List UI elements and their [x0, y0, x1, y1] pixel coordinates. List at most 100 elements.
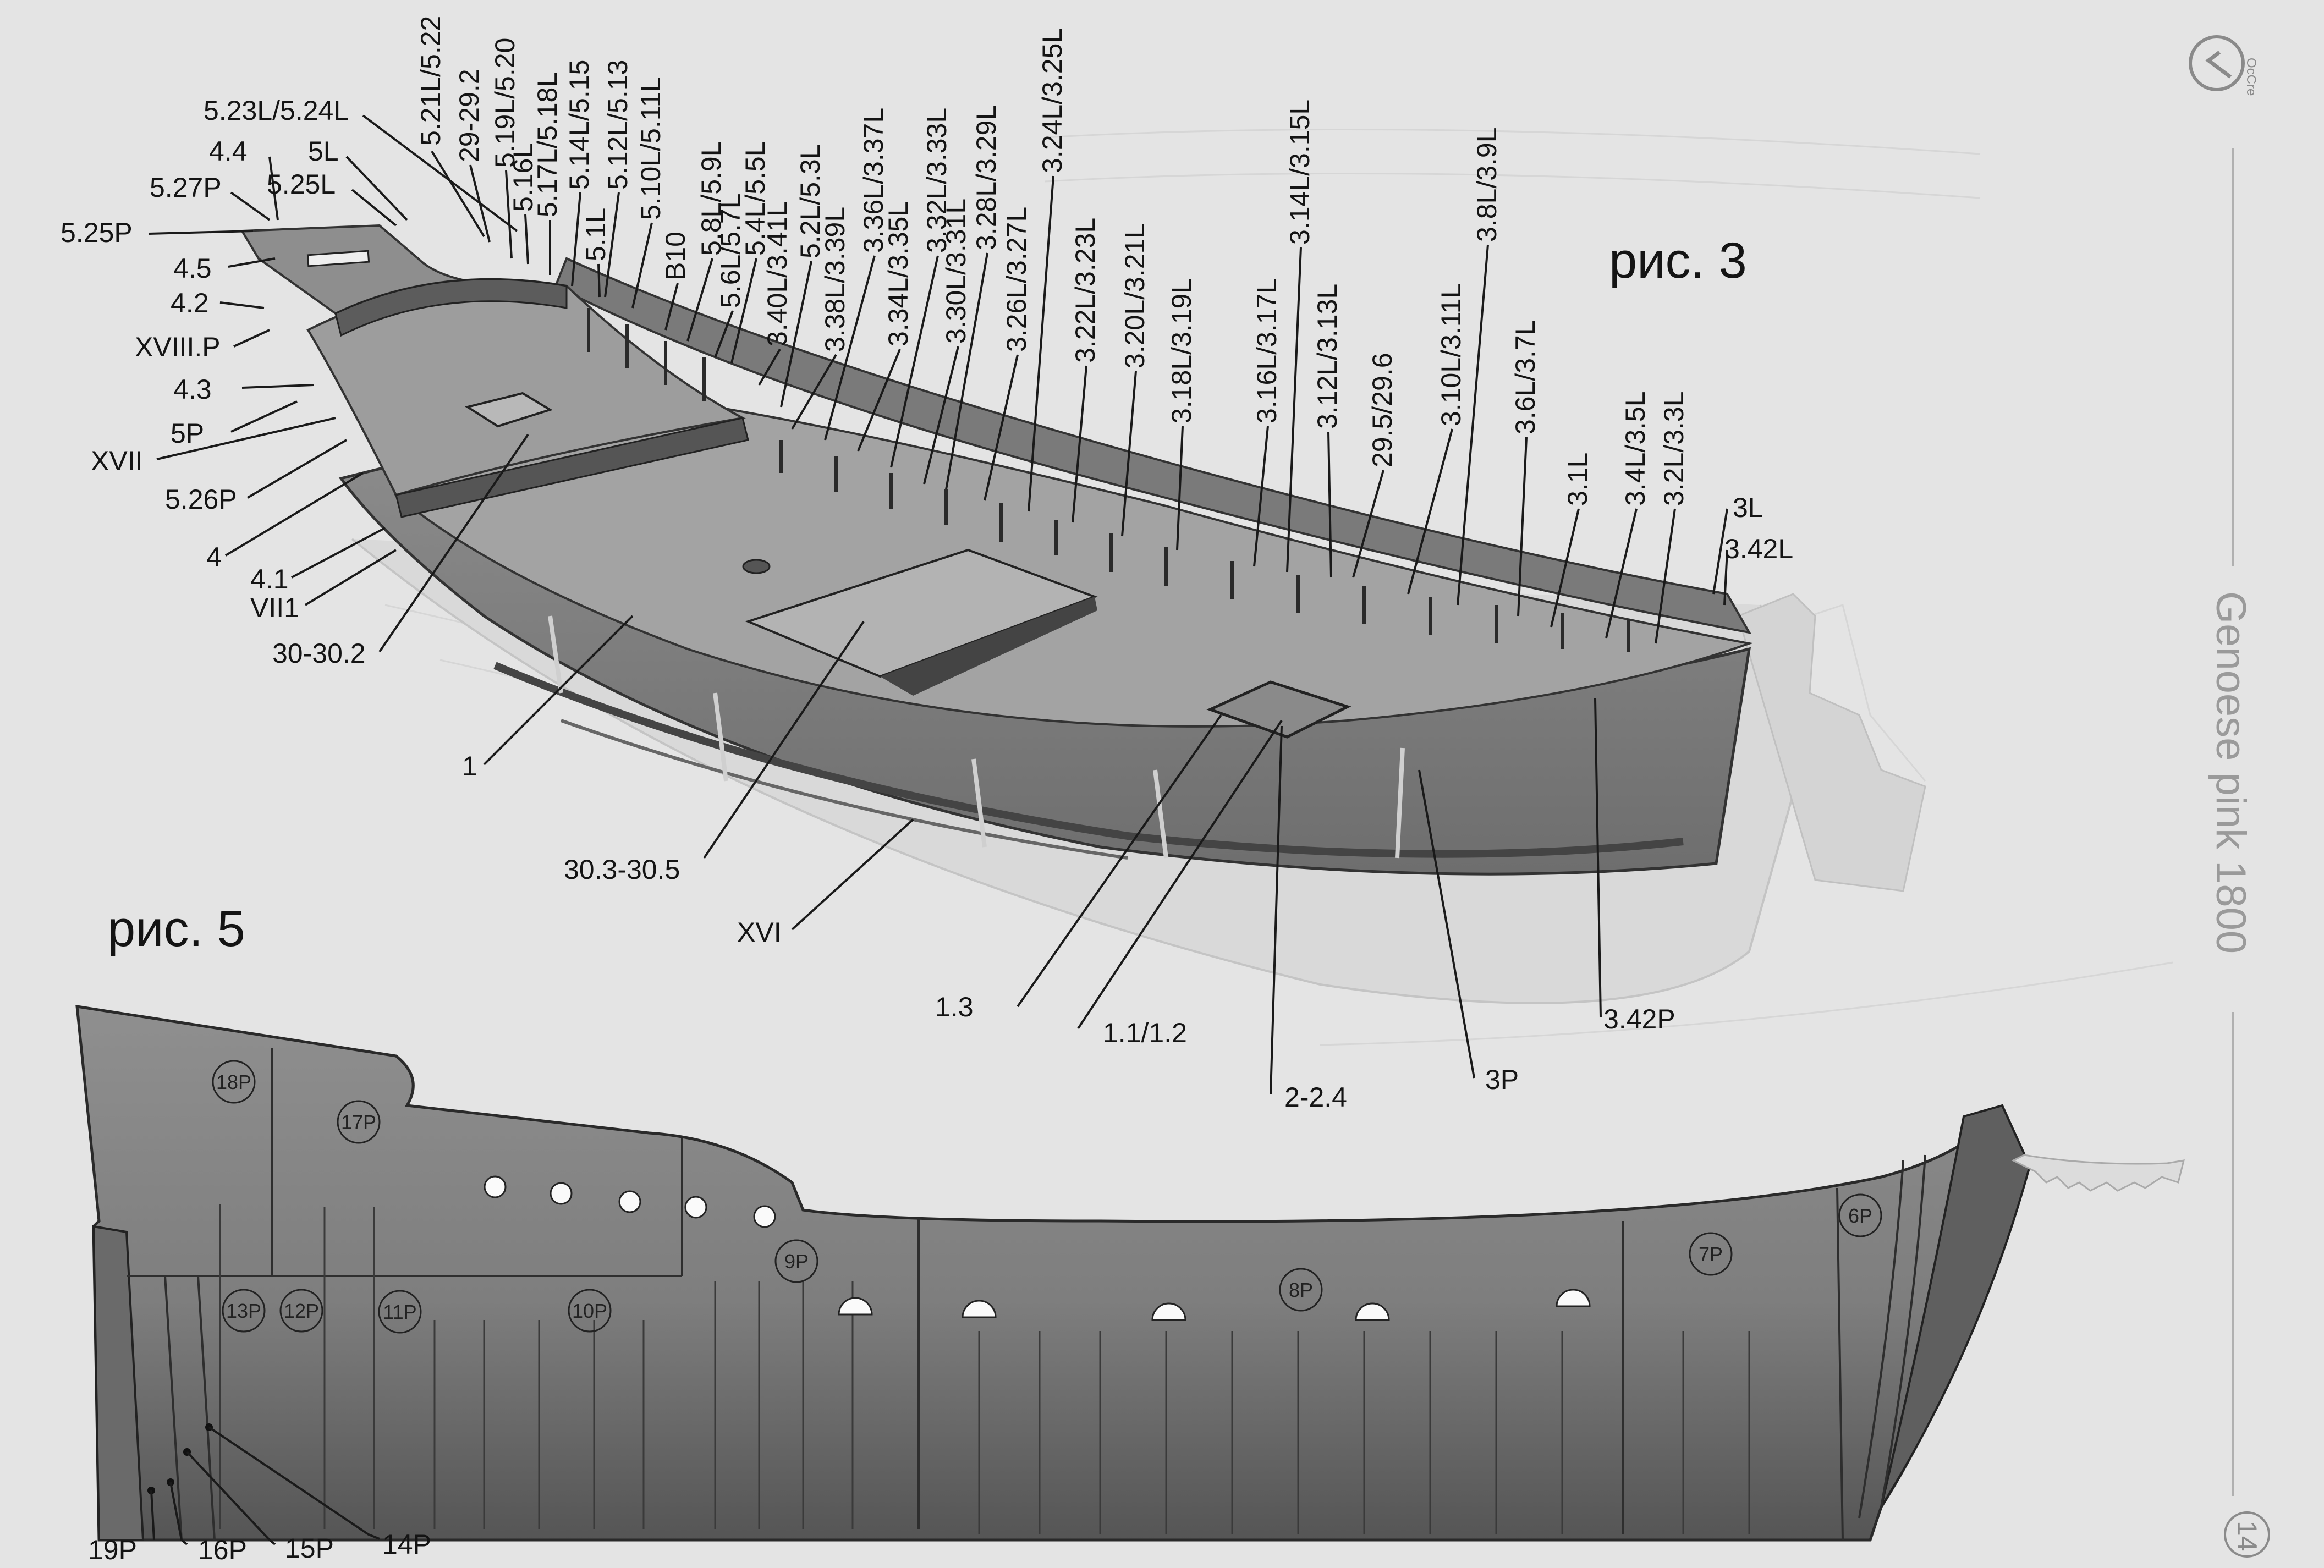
small-hatch: [464, 392, 553, 428]
part-8p: 8P: [1279, 1268, 1323, 1312]
label-xvii: XVII: [91, 445, 142, 476]
label-3-42l: 3.42L: [1724, 533, 1793, 564]
fig5-bottom-leaders: [147, 1423, 380, 1545]
label-3-14l-3-15l: 3.14L/3.15L: [1284, 100, 1315, 245]
label-4-2: 4.2: [171, 288, 209, 318]
label-3-12l-3-13l: 3.12L/3.13L: [1312, 284, 1343, 429]
label-5-1l: 5.1L: [580, 208, 611, 261]
figure-5-caption: рис. 5: [107, 901, 245, 957]
label-4-4: 4.4: [209, 136, 248, 167]
label-3-20l-3-21l: 3.20L/3.21L: [1119, 223, 1150, 368]
label-5-21l-5-22: 5.21L/5.22: [415, 16, 446, 146]
label-30-30-2: 30-30.2: [272, 638, 366, 669]
profile-frame-ticks: [219, 1204, 1750, 1534]
label-5-10l-5-11l: 5.10L/5.11L: [635, 77, 666, 220]
label-5-19l-5-20: 5.19L/5.20: [490, 38, 520, 168]
label-5-17l-5-18l: 5.17L/5.18L: [532, 72, 563, 217]
svg-text:9P: 9P: [784, 1250, 809, 1273]
sidebar-title: Genoese pink 1800: [2207, 591, 2254, 954]
hull-profile: [75, 1005, 2031, 1542]
oar-ports: [484, 1175, 776, 1228]
label-5-26p: 5.26P: [165, 484, 237, 515]
skylight: [306, 250, 370, 267]
svg-text:11P: 11P: [383, 1301, 416, 1323]
label-3-1l: 3.1L: [1562, 453, 1593, 506]
label-14p: 14P: [382, 1529, 431, 1560]
label-3-6l-3-7l: 3.6L/3.7L: [1510, 320, 1541, 434]
main-hatch-edge: [880, 597, 1097, 696]
part-13p: 13P: [222, 1289, 266, 1333]
svg-text:8P: 8P: [1289, 1279, 1313, 1301]
svg-text:12P: 12P: [284, 1300, 319, 1322]
label-xvi: XVI: [737, 917, 782, 948]
svg-text:7P: 7P: [1699, 1243, 1723, 1266]
publisher-logo: OcCre: [2189, 35, 2259, 96]
label-29-29-2: 29-29.2: [454, 69, 485, 162]
part-12p: 12P: [279, 1289, 323, 1333]
waterline-rail: [560, 719, 1128, 860]
part-11p: 11P: [378, 1290, 422, 1334]
svg-text:6P: 6P: [1848, 1204, 1872, 1227]
part-10p: 10P: [568, 1289, 612, 1333]
label-29-5-29-6: 29.5/29.6: [1367, 353, 1398, 467]
label-5p: 5P: [171, 418, 204, 449]
fig3-labels: 5.23L/5.24L 4.4 5L 5.27P 5.25L 5.25P 4.5…: [61, 95, 1793, 1113]
fig5-circled-parts: 18P 17P 9P 13P 12P 11P 10P 8P 7P 6P: [212, 1060, 1882, 1334]
label-1-1-1-2: 1.1/1.2: [1103, 1017, 1187, 1048]
label-3-42p: 3.42P: [1603, 1004, 1675, 1035]
label-30-3-30-5: 30.3-30.5: [564, 854, 680, 885]
svg-text:13P: 13P: [226, 1300, 261, 1322]
label-3-30l-3-31l: 3.30L/3.31L: [941, 199, 971, 344]
part-6p: 6P: [1838, 1193, 1882, 1237]
label-4-5: 4.5: [173, 253, 212, 284]
label-2-2-4: 2-2.4: [1284, 1082, 1347, 1113]
label-4-3: 4.3: [173, 374, 212, 405]
part-7p: 7P: [1689, 1232, 1733, 1276]
scuppers: [838, 1289, 1591, 1321]
main-deck: [393, 405, 1754, 728]
svg-text:17P: 17P: [341, 1111, 376, 1134]
fig3-vertical-leaders: [431, 150, 1676, 644]
right-sidebar: OcCre Genoese pink 1800 14: [2189, 35, 2270, 1558]
label-5-16l: 5.16L: [508, 143, 539, 212]
far-frames: [587, 308, 1630, 652]
bow-ghost: [2011, 1154, 2185, 1192]
label-3-2l-3-3l: 3.2L/3.3L: [1658, 391, 1689, 506]
label-5-14l-5-15: 5.14L/5.15: [564, 60, 595, 190]
fig3-vertical-labels: 5.21L/5.22 29-29.2 5.19L/5.20 5.16L 5.17…: [415, 16, 1689, 506]
mast-hole: [742, 559, 771, 574]
fig5-bottom-labels: 19P 16P 15P 14P: [88, 1529, 431, 1565]
label-4: 4: [206, 542, 222, 573]
label-15p: 15P: [285, 1533, 334, 1564]
label-b10: B10: [660, 232, 691, 280]
part-9p: 9P: [774, 1239, 818, 1283]
poop-bulkhead: [334, 278, 568, 337]
label-1-3: 1.3: [935, 992, 974, 1022]
fig3-leaders: [148, 114, 1728, 1095]
label-3-8l-3-9l: 3.8L/3.9L: [1471, 127, 1502, 242]
label-3-22l-3-23l: 3.22L/3.23L: [1070, 218, 1101, 363]
label-3l: 3L: [1733, 492, 1763, 523]
label-5-12l-5-13: 5.12L/5.13: [602, 60, 633, 190]
label-5-4l-5-5l: 5.4L/5.5L: [740, 141, 771, 256]
label-5-25l: 5.25L: [267, 169, 336, 200]
label-5-8l-5-9l: 5.8L/5.9L: [696, 141, 727, 256]
label-5-25p: 5.25P: [61, 217, 133, 248]
label-16p: 16P: [198, 1534, 247, 1565]
label-3-40l-3-41l: 3.40L/3.41L: [762, 201, 793, 346]
page-number: 14: [2232, 1521, 2262, 1552]
label-5-23l-5-24l: 5.23L/5.24L: [204, 95, 349, 126]
figure-3-hull: 5.23L/5.24L 4.4 5L 5.27P 5.25L 5.25P 4.5…: [61, 16, 1926, 1113]
label-3-4l-3-5l: 3.4L/3.5L: [1620, 391, 1651, 506]
label-3-24l-3-25l: 3.24L/3.25L: [1037, 28, 1068, 173]
fore-hatch: [1206, 680, 1351, 739]
label-xviii-p: XVIII.P: [135, 332, 221, 362]
label-5l: 5L: [308, 136, 339, 167]
svg-text:10P: 10P: [572, 1300, 607, 1322]
figure-5-hull-profile: рис. 5: [75, 901, 2185, 1565]
label-3-34l-3-35l: 3.34L/3.35L: [883, 201, 914, 346]
svg-text:18P: 18P: [216, 1071, 251, 1093]
label-19p: 19P: [88, 1534, 137, 1565]
label-3-32l-3-33l: 3.32L/3.33L: [921, 108, 952, 253]
